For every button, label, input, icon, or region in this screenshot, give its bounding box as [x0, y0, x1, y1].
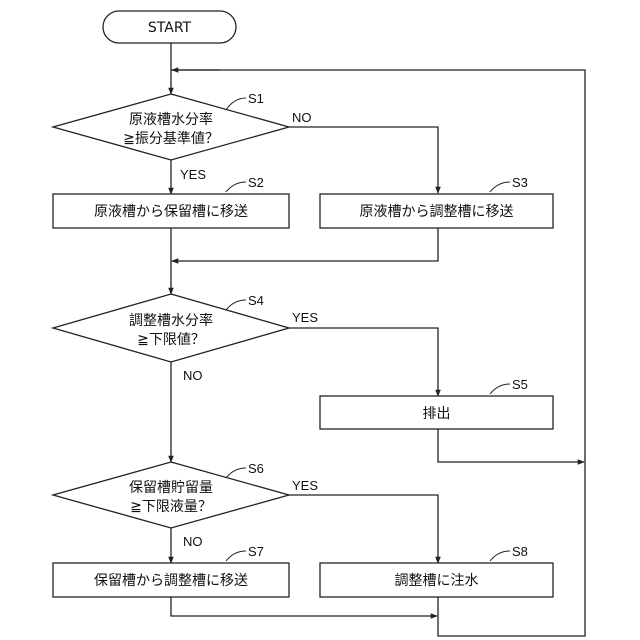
- s2-text: 原液槽から保留槽に移送: [94, 204, 248, 220]
- s5-step-id: S5: [512, 377, 528, 392]
- s4-text-line2: ≧下限値？: [137, 332, 205, 348]
- connector-s7-merge: [171, 597, 437, 616]
- decision-s4: 調整槽水分率 ≧下限値？ S4: [53, 293, 289, 362]
- s2-leader: [226, 182, 246, 192]
- s3-text: 原液槽から調整槽に移送: [360, 204, 514, 220]
- connector-s3-merge: [172, 228, 438, 261]
- start-terminal: START: [103, 11, 236, 43]
- s1-step-id: S1: [248, 91, 264, 106]
- s4-leader: [226, 300, 246, 310]
- s6-text-line2: ≧下限液量？: [130, 499, 212, 515]
- s6-yes-label: YES: [292, 478, 318, 493]
- s3-step-id: S3: [512, 175, 528, 190]
- process-s5: 排出 S5: [320, 377, 553, 429]
- s1-text-line2: ≧振分基準値？: [123, 130, 219, 147]
- s5-text: 排出: [423, 406, 451, 422]
- s5-leader: [490, 384, 510, 394]
- s2-step-id: S2: [248, 175, 264, 190]
- s8-step-id: S8: [512, 544, 528, 559]
- s6-no-label: NO: [183, 534, 203, 549]
- connector-s1-no: [289, 127, 438, 193]
- decision-s1: 原液槽水分率 ≧振分基準値？ S1: [53, 91, 289, 160]
- connector-s5-loop: [438, 429, 584, 462]
- connector-s4-yes: [289, 328, 438, 396]
- s7-step-id: S7: [248, 544, 264, 559]
- s8-text: 調整槽に注水: [395, 573, 479, 589]
- s7-leader: [226, 551, 246, 561]
- decision-s6: 保留槽貯留量 ≧下限液量？ S6: [53, 461, 289, 528]
- s7-text: 保留槽から調整槽に移送: [94, 573, 248, 589]
- s1-text-line1: 原液槽水分率: [129, 111, 213, 128]
- connector-s6-yes: [289, 495, 438, 563]
- process-s8: 調整槽に注水 S8: [320, 544, 553, 597]
- s8-leader: [490, 551, 510, 561]
- start-label: START: [148, 20, 192, 36]
- s6-text-line1: 保留槽貯留量: [129, 480, 213, 496]
- s6-step-id: S6: [248, 461, 264, 476]
- s4-yes-label: YES: [292, 310, 318, 325]
- process-s3: 原液槽から調整槽に移送 S3: [320, 175, 553, 228]
- s4-no-label: NO: [183, 368, 203, 383]
- s1-yes-label: YES: [180, 167, 206, 182]
- s1-leader: [226, 98, 246, 110]
- s6-leader: [226, 468, 246, 478]
- s4-text-line1: 調整槽水分率: [129, 312, 213, 329]
- s1-no-label: NO: [292, 110, 312, 125]
- s3-leader: [490, 182, 510, 192]
- s4-step-id: S4: [248, 293, 264, 308]
